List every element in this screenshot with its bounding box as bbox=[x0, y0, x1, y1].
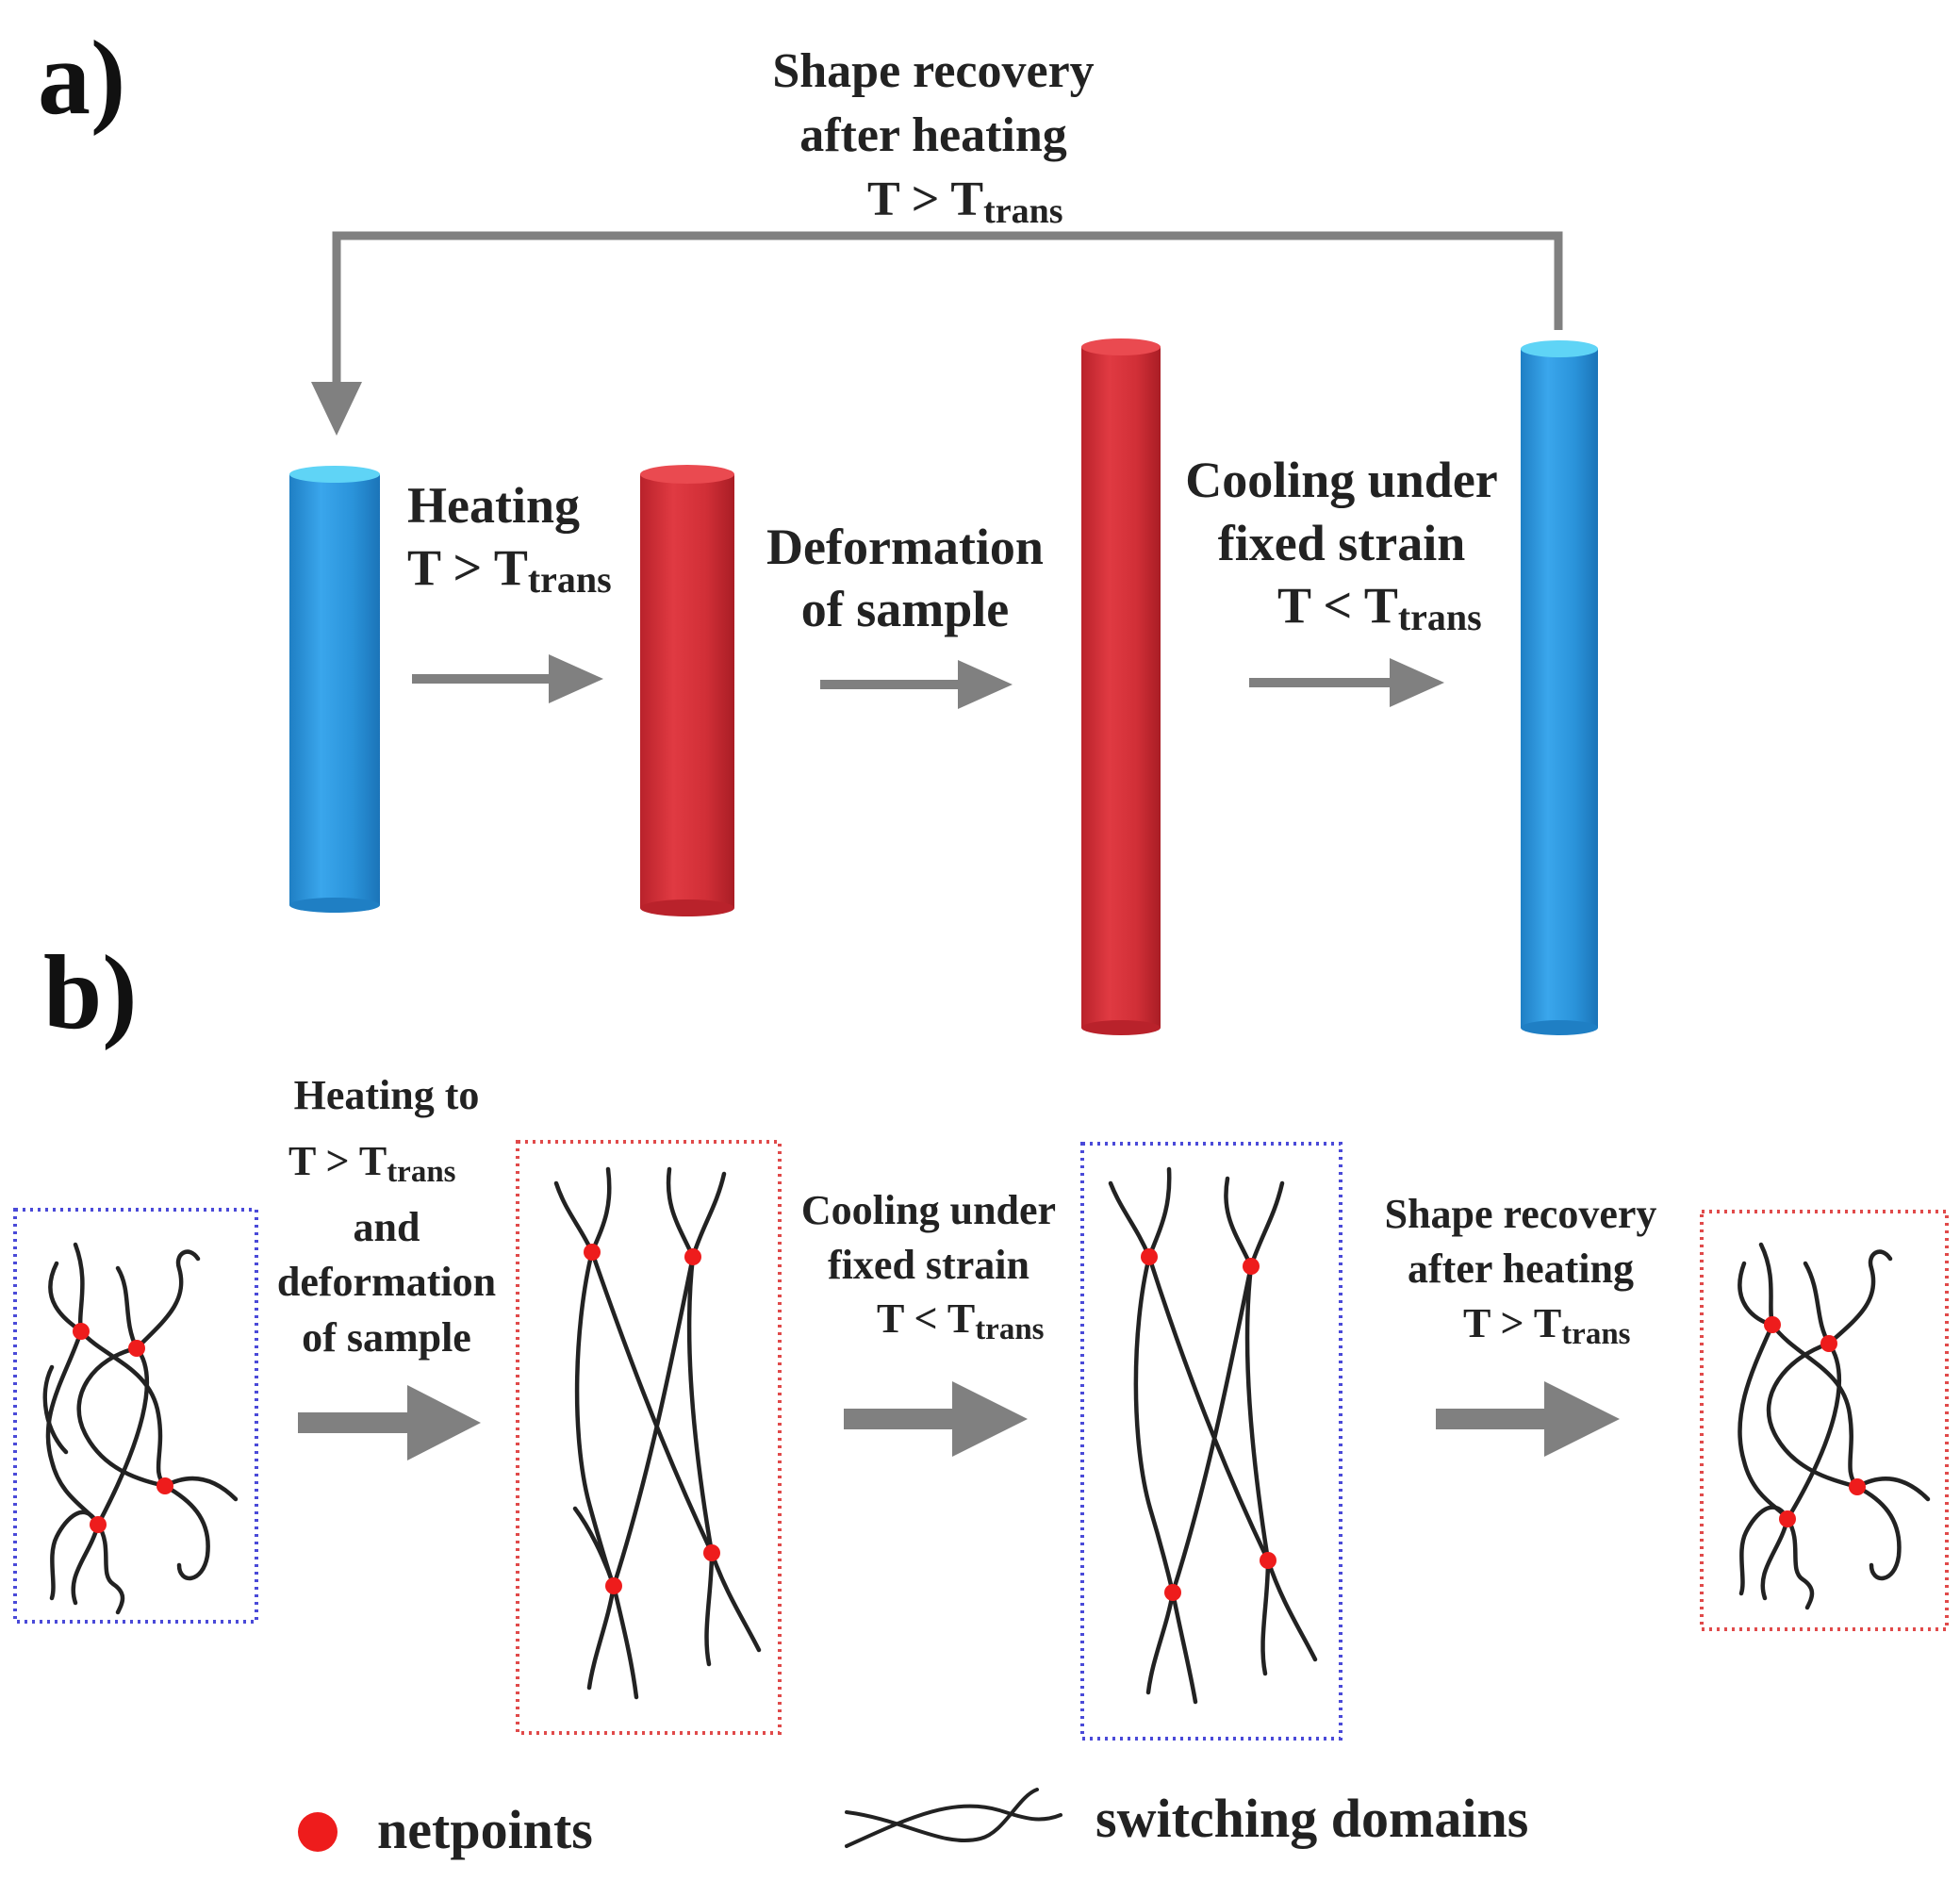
legend-netpoints-label: netpoints bbox=[377, 1799, 593, 1860]
recovery-label-a-line2: after heating bbox=[799, 108, 1067, 162]
cooling-label-b-line2: fixed strain bbox=[828, 1242, 1029, 1288]
cooling-label-b-line1: Cooling under bbox=[801, 1187, 1056, 1233]
recovery-label-b-line1: Shape recovery bbox=[1385, 1191, 1657, 1237]
arrow-cooling-b bbox=[844, 1381, 1028, 1457]
cooling-label-b: Cooling under fixed strain T < Ttrans bbox=[801, 1187, 1056, 1346]
recovery-label-b: Shape recovery after heating T > Ttrans bbox=[1385, 1191, 1657, 1351]
panel-a-label: a) bbox=[38, 20, 125, 137]
network-state-recovered bbox=[1700, 1210, 1949, 1631]
cylinder-fixed-blue bbox=[1521, 340, 1598, 1035]
cylinder-heated-red bbox=[640, 465, 734, 916]
heating-label-b-temp: T > Ttrans bbox=[288, 1138, 456, 1189]
legend-switching-marker bbox=[845, 1788, 1062, 1848]
recovery-label-b-temp: T > Ttrans bbox=[1463, 1300, 1631, 1351]
deformation-label-a-line1: Deformation bbox=[766, 519, 1044, 575]
network-state-relaxed bbox=[13, 1208, 258, 1624]
legend-netpoint-marker bbox=[298, 1812, 338, 1852]
cooling-label-a-line1: Cooling under bbox=[1185, 452, 1498, 508]
cooling-label-a-line2: fixed strain bbox=[1218, 515, 1466, 571]
heating-label-a-line1: Heating bbox=[407, 477, 580, 534]
cooling-label-a-temp: T < Ttrans bbox=[1277, 577, 1482, 638]
heating-label-a-temp: T > Ttrans bbox=[407, 539, 612, 601]
legend: netpoints switching domains bbox=[298, 1788, 1528, 1860]
recovery-label-b-line2: after heating bbox=[1408, 1246, 1634, 1292]
recovery-loop-arrow bbox=[311, 231, 1563, 436]
deformation-label-a-line2: of sample bbox=[801, 581, 1009, 637]
cooling-label-b-temp: T < Ttrans bbox=[877, 1295, 1045, 1346]
network-state-deformed bbox=[516, 1140, 782, 1735]
deformation-label-a: Deformation of sample bbox=[766, 519, 1044, 637]
arrow-deformation-a bbox=[820, 660, 1013, 709]
network-state-fixed bbox=[1080, 1142, 1342, 1741]
heating-label-b-line1: Heating to bbox=[294, 1072, 480, 1118]
arrow-heating-b bbox=[298, 1385, 481, 1460]
panel-b-label: b) bbox=[43, 934, 138, 1051]
cylinder-original-blue bbox=[289, 466, 380, 913]
heating-deformation-label-b: Heating to T > Ttrans and deformation of… bbox=[277, 1072, 496, 1361]
arrow-heating-a bbox=[412, 654, 603, 703]
arrow-cooling-a bbox=[1249, 658, 1444, 707]
recovery-label-a: Shape recovery after heating T > Ttrans bbox=[772, 44, 1094, 231]
cylinder-deformed-red bbox=[1081, 338, 1161, 1035]
legend-switching-label: switching domains bbox=[1095, 1788, 1528, 1849]
recovery-label-a-line1: Shape recovery bbox=[772, 44, 1094, 98]
heating-label-a: Heating T > Ttrans bbox=[407, 477, 612, 601]
heating-label-b-line5: of sample bbox=[302, 1314, 471, 1361]
recovery-label-a-temp: T > Ttrans bbox=[867, 173, 1063, 231]
arrow-recovery-b bbox=[1436, 1381, 1620, 1457]
heating-label-b-line4: deformation bbox=[277, 1259, 496, 1305]
cooling-label-a: Cooling under fixed strain T < Ttrans bbox=[1185, 452, 1498, 638]
heating-label-b-line3: and bbox=[354, 1204, 420, 1250]
